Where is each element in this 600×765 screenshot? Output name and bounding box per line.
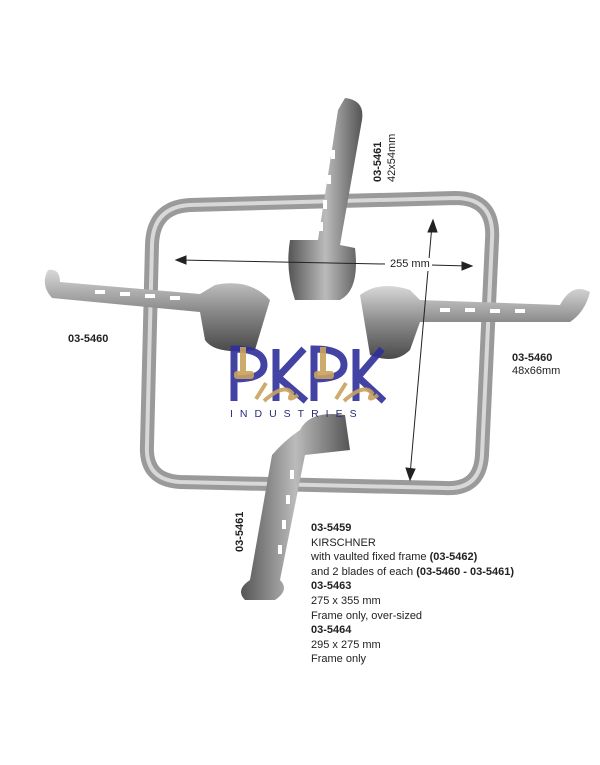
width-dimension-label: 255 mm xyxy=(388,258,432,271)
right-blade-size: 48x66mm xyxy=(512,365,561,377)
right-blade-code: 03-5460 xyxy=(512,352,553,364)
variant-size: 295 x 275 mm xyxy=(311,638,381,651)
width-dimension-arrow xyxy=(174,255,474,271)
blade-codes: (03-5460 - 03-5461) xyxy=(416,565,515,578)
product-code: 03-5459 xyxy=(311,522,352,534)
logo-mark xyxy=(230,345,387,404)
top-blade-size: 42x54mm xyxy=(386,133,398,182)
company-logo-watermark xyxy=(226,343,387,405)
frame-code: (03-5462) xyxy=(429,551,478,564)
desc-line2: and 2 blades of each xyxy=(311,565,417,578)
variant-note: Frame only, over-sized xyxy=(311,609,423,622)
desc-line1: with vaulted fixed frame xyxy=(311,551,430,564)
left-blade xyxy=(44,269,270,352)
product-name: KIRSCHNER xyxy=(311,536,376,549)
bottom-blade-code: 03-5461 xyxy=(234,511,246,552)
variant-code: 03-5463 xyxy=(311,580,352,593)
right-blade xyxy=(360,286,590,359)
top-blade-code: 03-5461 xyxy=(372,141,384,182)
variant-size: 275 x 355 mm xyxy=(311,594,381,607)
product-description: 03-5459 KIRSCHNER with vaulted fixed fra… xyxy=(311,521,514,667)
left-blade-code: 03-5460 xyxy=(68,333,109,345)
top-blade xyxy=(288,98,363,300)
logo-tagline: INDUSTRIES xyxy=(230,408,364,420)
variant-code: 03-5464 xyxy=(311,624,352,637)
bottom-blade xyxy=(241,414,350,600)
variant-note: Frame only xyxy=(311,653,367,666)
